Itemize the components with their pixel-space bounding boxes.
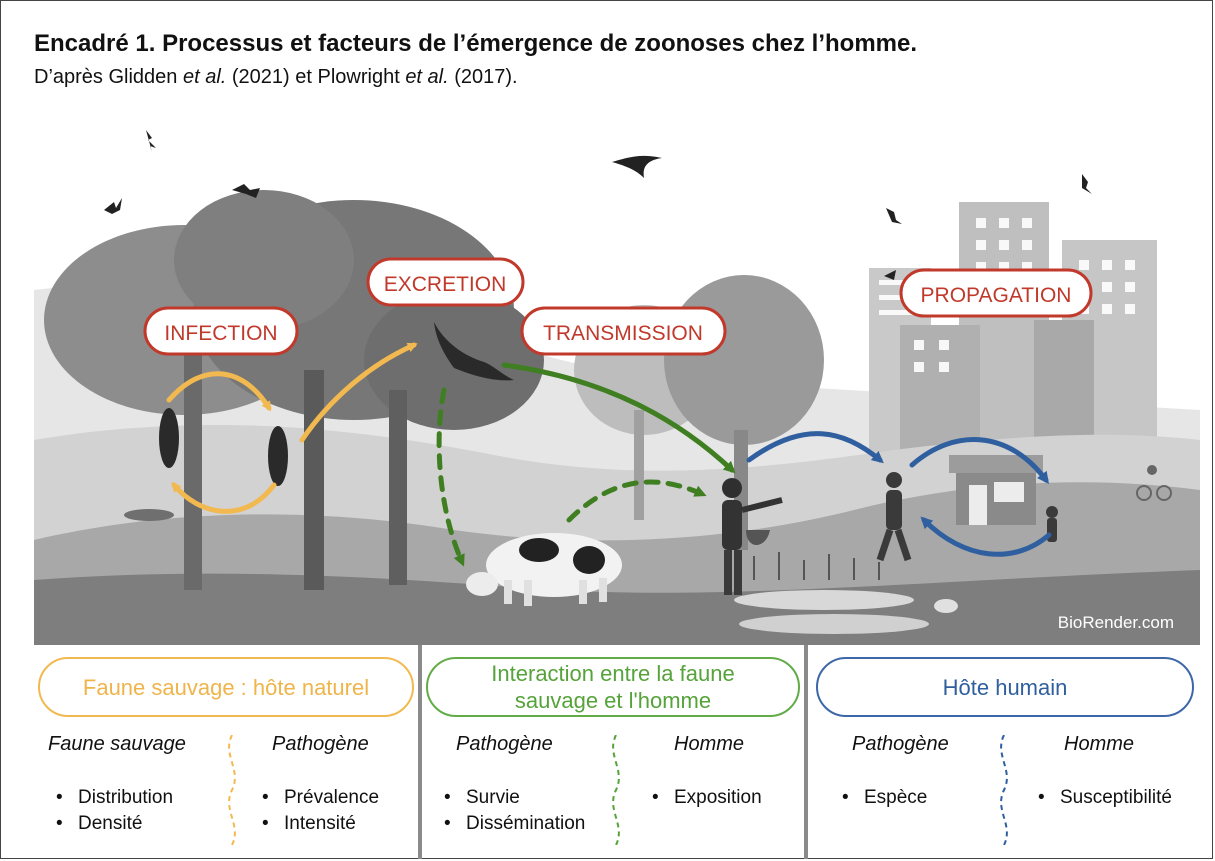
rat-icon — [934, 599, 958, 613]
shop-illustration — [949, 455, 1043, 525]
excretion-arrow — [299, 342, 418, 443]
factor-item: Survie — [444, 785, 585, 811]
farmer-illustration — [722, 478, 783, 595]
factor-item: Intensité — [262, 811, 379, 837]
figure-title: Encadré 1. Processus et facteurs de l’ém… — [34, 30, 918, 57]
factor-list: Susceptibilité — [1038, 785, 1172, 811]
panel-heading-wildlife: Faune sauvage — [48, 733, 186, 755]
factor-item: Susceptibilité — [1038, 785, 1172, 811]
dashed-arrow-cow-to-farmer — [566, 479, 707, 523]
infection-arrow-bottom — [171, 481, 277, 514]
svg-text:EXCRETION: EXCRETION — [384, 273, 507, 296]
panel-heading-human: Homme — [674, 733, 745, 755]
flying-bats-illustration — [104, 130, 1092, 280]
factor-panels: Faune sauvage : hôte naturel Faune sauva… — [34, 645, 1200, 859]
factor-list: Espèce — [842, 785, 927, 811]
panel-title-human-host: Hôte humain — [816, 657, 1194, 717]
factor-item: Distribution — [56, 785, 173, 811]
panel-title-wildlife-host: Faune sauvage : hôte naturel — [38, 657, 414, 717]
image-credit: BioRender.com — [1057, 613, 1174, 632]
forest-trees-illustration — [44, 190, 824, 590]
factor-list: Distribution Densité — [56, 785, 173, 837]
panel-heading-pathogen: Pathogène — [852, 733, 949, 755]
factor-list: Exposition — [652, 785, 762, 811]
factor-list: Prévalence Intensité — [262, 785, 379, 837]
panel-heading-pathogen: Pathogène — [272, 733, 369, 755]
cow-illustration — [466, 533, 622, 606]
factor-list: Survie Dissémination — [444, 785, 585, 837]
zoonosis-scene: INFECTION EXCRETION TRANSMISSION PROPAGA… — [34, 110, 1200, 645]
walking-person-illustration — [876, 472, 912, 562]
factor-item: Prévalence — [262, 785, 379, 811]
transmission-arrow — [501, 362, 736, 474]
dotted-separator — [612, 735, 620, 845]
dashed-arrow-to-cow — [436, 387, 465, 567]
cyclist-icon — [1136, 465, 1172, 501]
factor-item: Dissémination — [444, 811, 585, 837]
infection-arrow-top — [166, 371, 272, 412]
panel-heading-human: Homme — [1064, 733, 1135, 755]
propagation-arrow-bottom — [920, 516, 1052, 557]
panel-divider — [418, 645, 422, 859]
dotted-separator — [1000, 735, 1008, 845]
factor-item: Densité — [56, 811, 173, 837]
crop-field-illustration — [734, 552, 929, 634]
stage-label-infection: INFECTION — [143, 306, 299, 356]
panel-heading-pathogen: Pathogène — [456, 733, 553, 755]
figure-subtitle: D’après Glidden et al. (2021) et Plowrig… — [34, 66, 518, 88]
stage-label-excretion: EXCRETION — [366, 257, 525, 307]
stage-label-transmission: TRANSMISSION — [520, 306, 727, 356]
factor-item: Exposition — [652, 785, 762, 811]
svg-text:TRANSMISSION: TRANSMISSION — [543, 322, 703, 345]
svg-text:INFECTION: INFECTION — [164, 322, 277, 345]
hanging-bat-icon — [159, 408, 179, 468]
panel-divider — [804, 645, 808, 859]
excreting-bat-icon — [434, 322, 514, 381]
hanging-bat-icon — [268, 426, 288, 486]
stage-label-propagation: PROPAGATION — [899, 268, 1093, 318]
svg-text:PROPAGATION: PROPAGATION — [921, 284, 1072, 307]
propagation-arrow-top — [909, 437, 1049, 485]
factor-item: Espèce — [842, 785, 927, 811]
dotted-separator — [228, 735, 236, 845]
propagation-arrow-to-walker — [746, 431, 884, 464]
